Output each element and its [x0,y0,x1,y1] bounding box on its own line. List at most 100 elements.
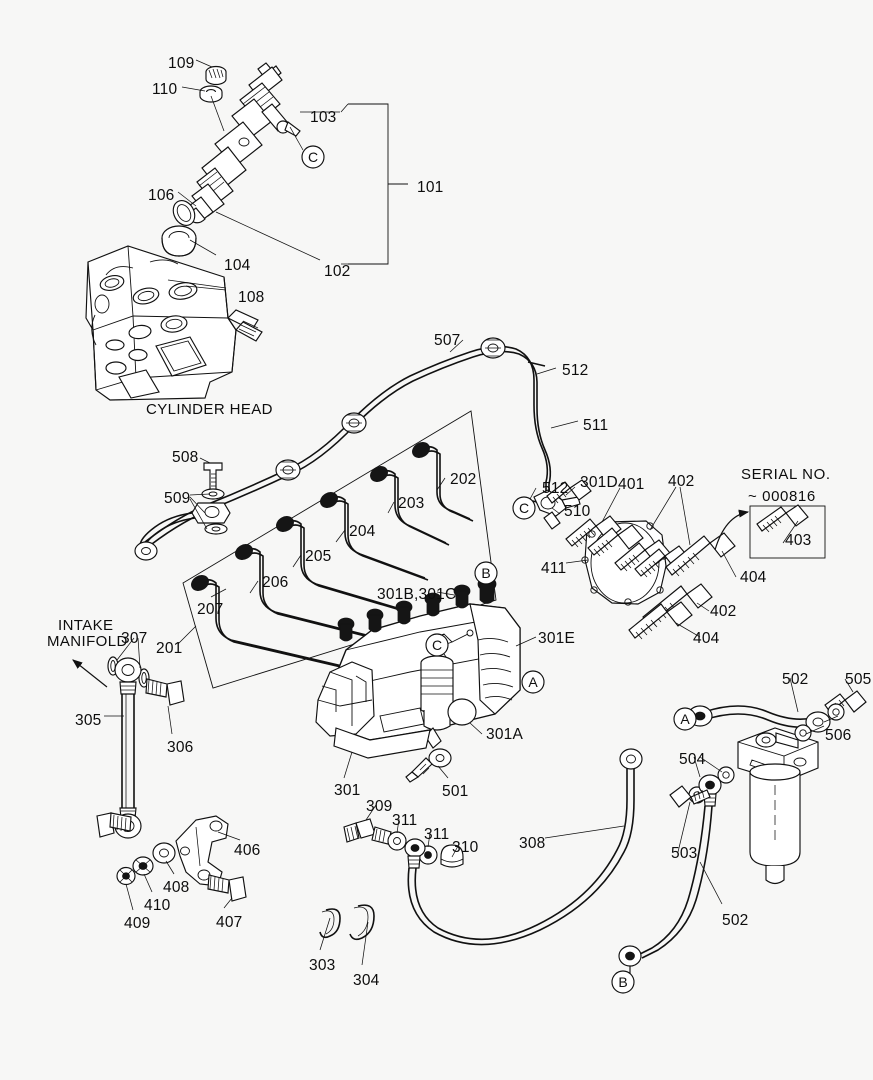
part-number-503: 503 [671,845,698,862]
part-number-311: 311 [424,826,450,843]
bolt-306 [145,678,185,706]
hose-502-bottom-eye [618,945,642,967]
part-number-102: 102 [324,263,351,280]
part-number-204: 204 [349,523,376,540]
part-number-301A: 301A [486,726,523,743]
part-number-310: 310 [452,839,479,856]
part-number-512: 512 [562,362,589,379]
part-number-404: 404 [740,569,767,586]
part-110-washer [199,85,223,103]
part-number-201: 201 [156,640,183,657]
part-104-seat [161,225,197,257]
ref-circle-c-fuelline: C [512,496,536,520]
ref-circle-a-filter: A [673,707,697,731]
intake-manifold-text-2: MANIFOLD [47,633,128,650]
bolt-402 [587,524,644,557]
ref-circle-c-injector: C [301,145,325,169]
part-number-506: 506 [825,727,852,744]
bracket-406-assembly [116,815,247,902]
bracket-101 [348,103,408,265]
banjo-fitting [275,459,301,481]
part-number-510: 510 [564,503,591,520]
serial-no-text-2: ~ 000816 [748,488,816,505]
bolt-404 [628,601,693,640]
svg-text:C: C [308,149,318,165]
bolt-301D [546,479,592,504]
part-309-311-308-assembly [343,748,643,946]
svg-text:C: C [432,637,442,653]
banjo-fitting [480,337,506,359]
part-number-109: 109 [168,55,195,72]
intake-manifold-text-1: INTAKE [58,617,114,634]
part-number-308: 308 [519,835,546,852]
part-number-106: 106 [148,187,175,204]
part-number-108: 108 [238,289,265,306]
fuel-filter-assembly [618,690,867,974]
bolt-404 [665,532,736,577]
part-number-407: 407 [216,914,243,931]
delivery-valve-holders [337,576,497,642]
part-509-banjo [191,502,231,524]
part-410-washer [132,856,154,876]
part-number-511: 511 [583,417,609,434]
part-number-311: 311 [392,812,418,829]
part-number-305: 305 [75,712,102,729]
part-number-301B-301C: 301B,301C [377,586,457,603]
ref-circle-b-pump: B [474,561,498,585]
part-number-306: 306 [167,739,194,756]
part-number-406: 406 [234,842,261,859]
part-501-fitting [405,748,452,783]
part-310-cap [440,844,464,868]
feed-pump [420,655,477,749]
banjo-fitting [341,412,367,434]
part-408-washer [152,842,176,864]
part-number-207: 207 [197,601,224,618]
part-number-110: 110 [152,81,178,98]
part-number-301D: 301D [580,474,618,491]
part-number-505: 505 [845,671,872,688]
part-number-104: 104 [224,257,251,274]
part-number-301: 301 [334,782,361,799]
svg-text:A: A [528,674,538,690]
part-409-nut [116,866,136,886]
ref-circle-b-bottom: B [611,970,635,994]
part-number-103: 103 [310,109,337,126]
bolt-lower-305 [96,812,132,838]
part-number-404: 404 [693,630,720,647]
clips-303-304 [319,904,375,941]
injection-pipes [191,442,474,675]
part-number-301E: 301E [538,630,575,647]
ref-circle-a-pump: A [521,670,545,694]
part-109-nut [205,65,227,86]
bolt-309 [343,818,392,845]
part-number-409: 409 [124,915,151,932]
part-number-509: 509 [164,490,191,507]
ref-circle-c-pump: C [425,633,449,657]
leader-lines-injector [167,59,349,291]
part-number-504: 504 [679,751,706,768]
leader-lines-all [104,339,854,966]
eye-fitting-top [114,657,142,695]
svg-text:A: A [680,711,690,727]
part-number-502: 502 [782,671,809,688]
part-number-411: 411 [541,560,567,577]
injector-assembly [136,62,301,306]
part-number-307: 307 [121,630,148,647]
serial-no-box [714,504,826,559]
part-number-101: 101 [417,179,444,196]
part-number-402: 402 [710,603,737,620]
svg-text:B: B [481,565,490,581]
part-number-304: 304 [353,972,380,989]
part-510-union [533,489,581,530]
fuel-line-507-511 [139,337,581,552]
part-number-402: 402 [668,473,695,490]
part-number-408: 408 [163,879,190,896]
part-508-509-assembly [134,462,231,561]
part-number-403: 403 [785,532,812,549]
part-number-205: 205 [305,548,332,565]
part-106-oring [172,200,196,226]
part-number-502: 502 [722,912,749,929]
bolts-401-402-404 [565,515,736,640]
lower-502-eye [698,774,722,807]
